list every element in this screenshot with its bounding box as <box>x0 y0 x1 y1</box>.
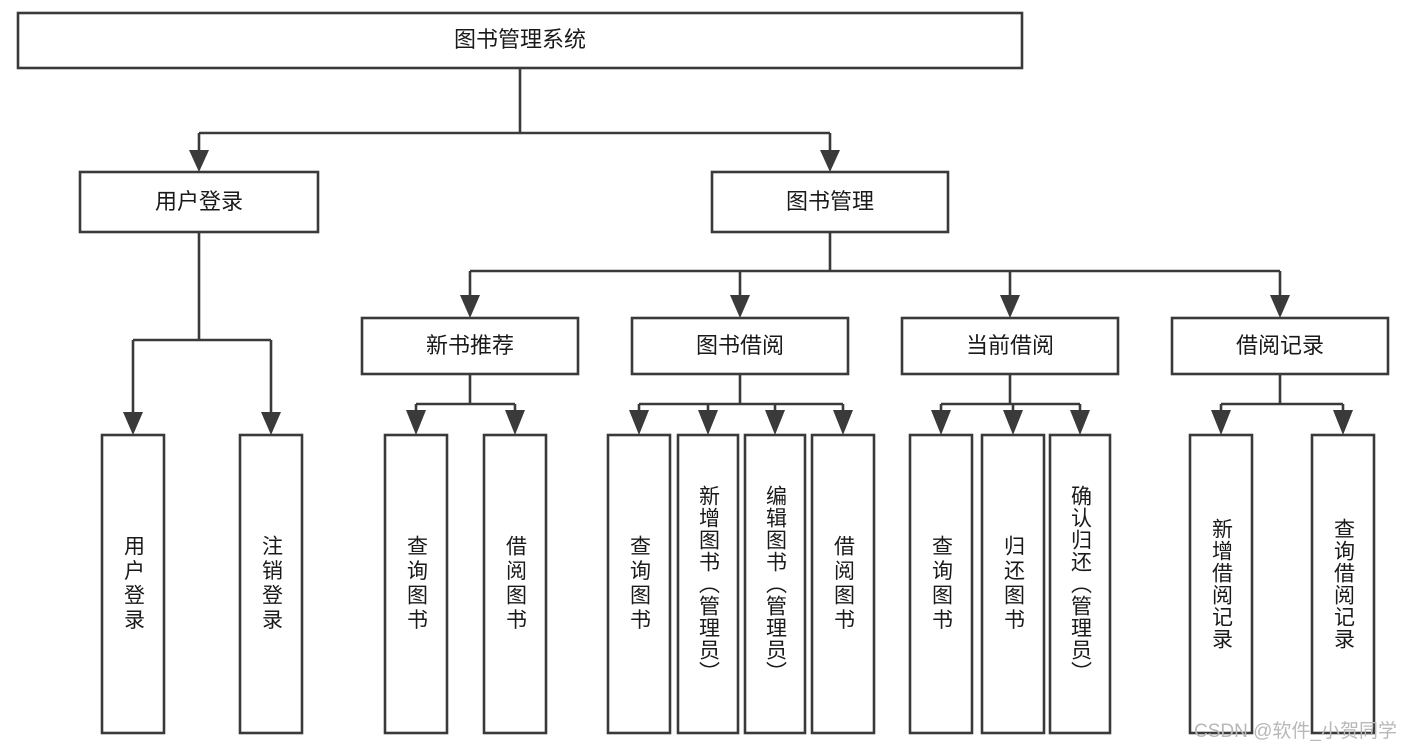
arrow-head-newbook-leaf-1 <box>406 410 426 435</box>
arrow-head-currentborrow-leaf-3 <box>1070 410 1090 435</box>
arrow-head-user-login <box>189 150 209 172</box>
node-layer: 图书管理系统 用户登录 图书管理 新书推荐 图书借阅 当前借阅 借阅记录 <box>16 11 1390 735</box>
node-book-borrow-box[interactable] <box>630 316 850 376</box>
leaf-box-edit-book-admin[interactable] <box>743 433 807 735</box>
node-borrow-record-box[interactable] <box>1170 316 1390 376</box>
arrow-head-bookborrow-leaf-1 <box>629 410 649 435</box>
leaf-box-add-book-admin[interactable] <box>676 433 740 735</box>
arrow-head-leaf-user-login <box>123 412 143 435</box>
leaf-box-return-book[interactable] <box>980 433 1046 735</box>
node-borrow-record-label: 借阅记录 <box>1236 333 1324 358</box>
leaf-box-query-book-borrow[interactable] <box>606 433 672 735</box>
arrow-head-currentborrow-leaf-2 <box>1003 410 1023 435</box>
leaf-box-logout[interactable] <box>238 433 304 735</box>
node-new-book-recommend-label: 新书推荐 <box>426 333 514 358</box>
leaf-box-borrow-book-recommend[interactable] <box>482 433 548 735</box>
arrow-head-current-borrow <box>1000 295 1020 318</box>
arrow-head-currentborrow-leaf-1 <box>931 410 951 435</box>
arrow-head-bookborrow-leaf-4 <box>833 410 853 435</box>
node-user-login-label: 用户登录 <box>155 189 243 214</box>
node-current-borrow-box[interactable] <box>900 316 1120 376</box>
arrow-head-new-book <box>460 295 480 318</box>
node-new-book-recommend-box[interactable] <box>360 316 580 376</box>
connector-layer <box>123 68 1353 435</box>
node-current-borrow-label: 当前借阅 <box>966 333 1054 358</box>
leaf-box-query-book-current[interactable] <box>908 433 974 735</box>
node-user-login-box[interactable] <box>78 170 320 234</box>
node-book-management-label: 图书管理 <box>786 189 874 214</box>
node-root-label: 图书管理系统 <box>454 27 586 52</box>
node-book-management-box[interactable] <box>710 170 950 234</box>
node-book-borrow-label: 图书借阅 <box>696 333 784 358</box>
arrow-head-borrowrecord-leaf-1 <box>1211 410 1231 435</box>
leaf-box-query-book-recommend[interactable] <box>383 433 449 735</box>
arrow-head-borrow-record <box>1270 295 1290 318</box>
arrow-head-newbook-leaf-2 <box>505 410 525 435</box>
arrow-head-borrowrecord-leaf-2 <box>1333 410 1353 435</box>
arrow-head-book-mgmt <box>820 150 840 172</box>
arrow-head-leaf-logout <box>261 412 281 435</box>
leaf-box-query-borrow-record[interactable] <box>1310 433 1376 735</box>
leaf-box-user-login[interactable] <box>100 433 166 735</box>
arrow-head-bookborrow-leaf-2 <box>698 410 718 435</box>
leaf-box-borrow-book[interactable] <box>810 433 876 735</box>
node-root-box[interactable] <box>16 11 1024 70</box>
leaf-box-confirm-return-admin[interactable] <box>1048 433 1112 735</box>
arrow-head-bookborrow-leaf-3 <box>765 410 785 435</box>
leaf-box-add-borrow-record[interactable] <box>1188 433 1254 735</box>
arrow-head-book-borrow <box>730 295 750 318</box>
